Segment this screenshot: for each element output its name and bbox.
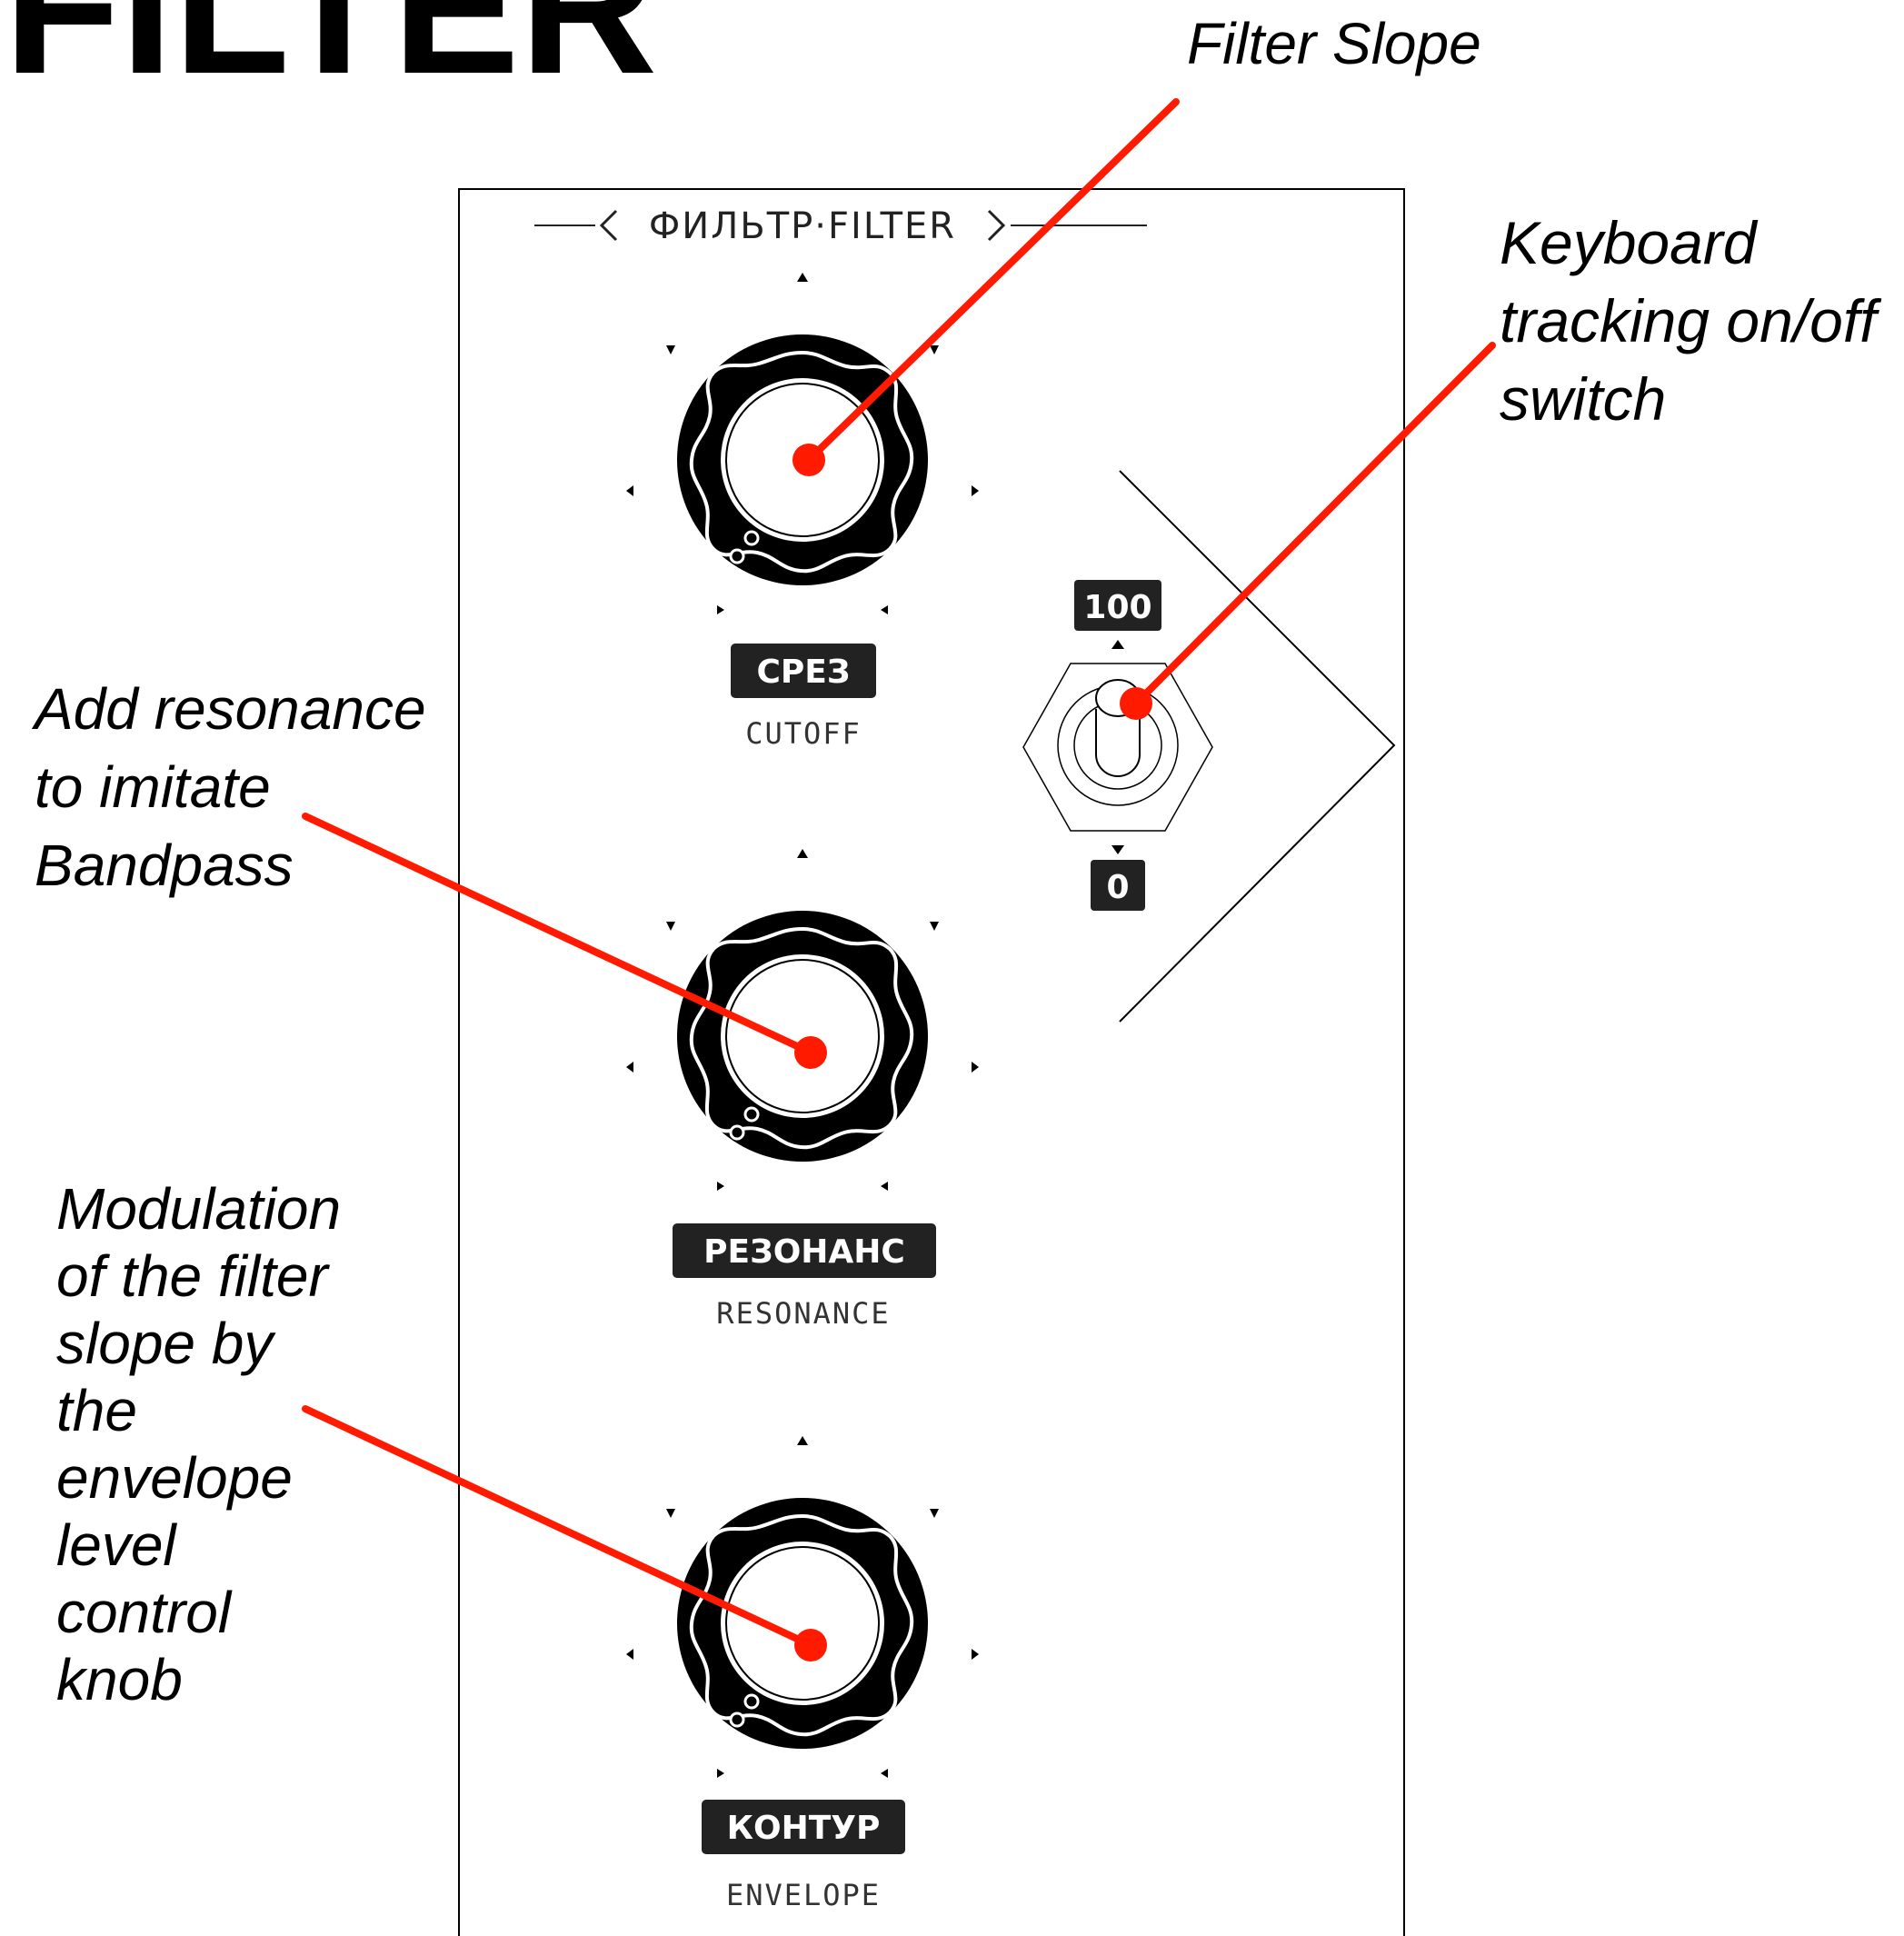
resonance-label-en: RESONANCE xyxy=(716,1296,890,1331)
callout-dot-resonance xyxy=(794,1036,827,1069)
cutoff-badge xyxy=(731,644,876,698)
callout-line-keyboard-tracking xyxy=(1132,342,1496,707)
resonance-badge xyxy=(673,1223,936,1278)
callout-dot-envelope xyxy=(794,1629,827,1662)
annotation-filter-slope-line: Filter Slope xyxy=(1187,11,1481,76)
panel-header-text: ФИЛЬТР·FILTER xyxy=(649,205,956,247)
envelope-knob[interactable] xyxy=(675,1496,930,1751)
envelope-label-en: ENVELOPE xyxy=(726,1878,881,1912)
switch-bottom-label: 0 xyxy=(1106,869,1129,906)
envelope-label-ru: КОНТУР xyxy=(727,1810,881,1847)
annotation-envelope-line-6: level xyxy=(56,1512,177,1578)
callout-dot-cutoff xyxy=(793,444,825,476)
resonance-knob[interactable] xyxy=(675,909,930,1163)
annotation-envelope: Modulation of the filter slope by the en… xyxy=(56,1176,357,1712)
annotation-keyboard-line-2: tracking on/off xyxy=(1500,287,1882,354)
cutoff-label-ru: СРЕЗ xyxy=(757,654,851,691)
annotation-envelope-line-5: envelope xyxy=(56,1445,293,1511)
annotation-envelope-line-1: Modulation xyxy=(56,1176,341,1242)
resonance-label-ru: РЕЗОНАНС xyxy=(703,1233,905,1271)
switch-bottom-badge xyxy=(1091,860,1145,911)
annotation-resonance-line-1: Add resonance xyxy=(31,676,426,742)
cutoff-knob-group: СРЕЗ CUTOFF xyxy=(626,273,979,751)
switch-top-badge xyxy=(1074,580,1161,631)
annotation-filter-slope: Filter Slope xyxy=(1187,11,1481,76)
switch-top-label: 100 xyxy=(1083,589,1151,626)
annotation-resonance: Add resonance to imitate Bandpass xyxy=(31,676,442,898)
resonance-knob-group: РЕЗОНАНС RESONANCE xyxy=(626,849,979,1331)
panel-header: ФИЛЬТР·FILTER xyxy=(534,205,1147,247)
module-panel xyxy=(458,188,1405,1936)
annotation-envelope-line-4: the xyxy=(56,1378,137,1443)
annotation-envelope-line-3: slope by xyxy=(56,1311,276,1376)
annotation-keyboard-tracking: Keyboard tracking on/off switch xyxy=(1500,209,1893,433)
callout-line-filter-slope xyxy=(805,98,1180,464)
callout-line-envelope xyxy=(302,1405,814,1649)
cutoff-label-en: CUTOFF xyxy=(745,716,862,751)
switch-down-arrow xyxy=(1111,845,1124,854)
callouts xyxy=(302,98,1496,1662)
annotation-resonance-line-2: to imitate xyxy=(35,754,271,820)
annotation-keyboard-line-3: switch xyxy=(1500,365,1666,433)
annotation-envelope-line-7: control xyxy=(56,1580,233,1645)
envelope-knob-group: КОНТУР ENVELOPE xyxy=(626,1436,979,1912)
page-title: FILTER xyxy=(4,0,657,114)
annotation-keyboard-line-1: Keyboard xyxy=(1500,209,1759,276)
switch-up-arrow xyxy=(1111,640,1124,649)
switch-bracket xyxy=(1119,470,1396,1023)
envelope-badge xyxy=(702,1800,905,1854)
annotation-envelope-line-8: knob xyxy=(56,1647,183,1712)
callout-line-resonance xyxy=(302,813,814,1056)
keyboard-tracking-switch[interactable]: 100 0 xyxy=(1022,580,1213,911)
switch-lever[interactable] xyxy=(1095,709,1141,777)
annotation-envelope-line-2: of the filter xyxy=(56,1243,331,1309)
callout-dot-switch xyxy=(1120,687,1152,720)
annotation-resonance-line-3: Bandpass xyxy=(35,833,294,898)
